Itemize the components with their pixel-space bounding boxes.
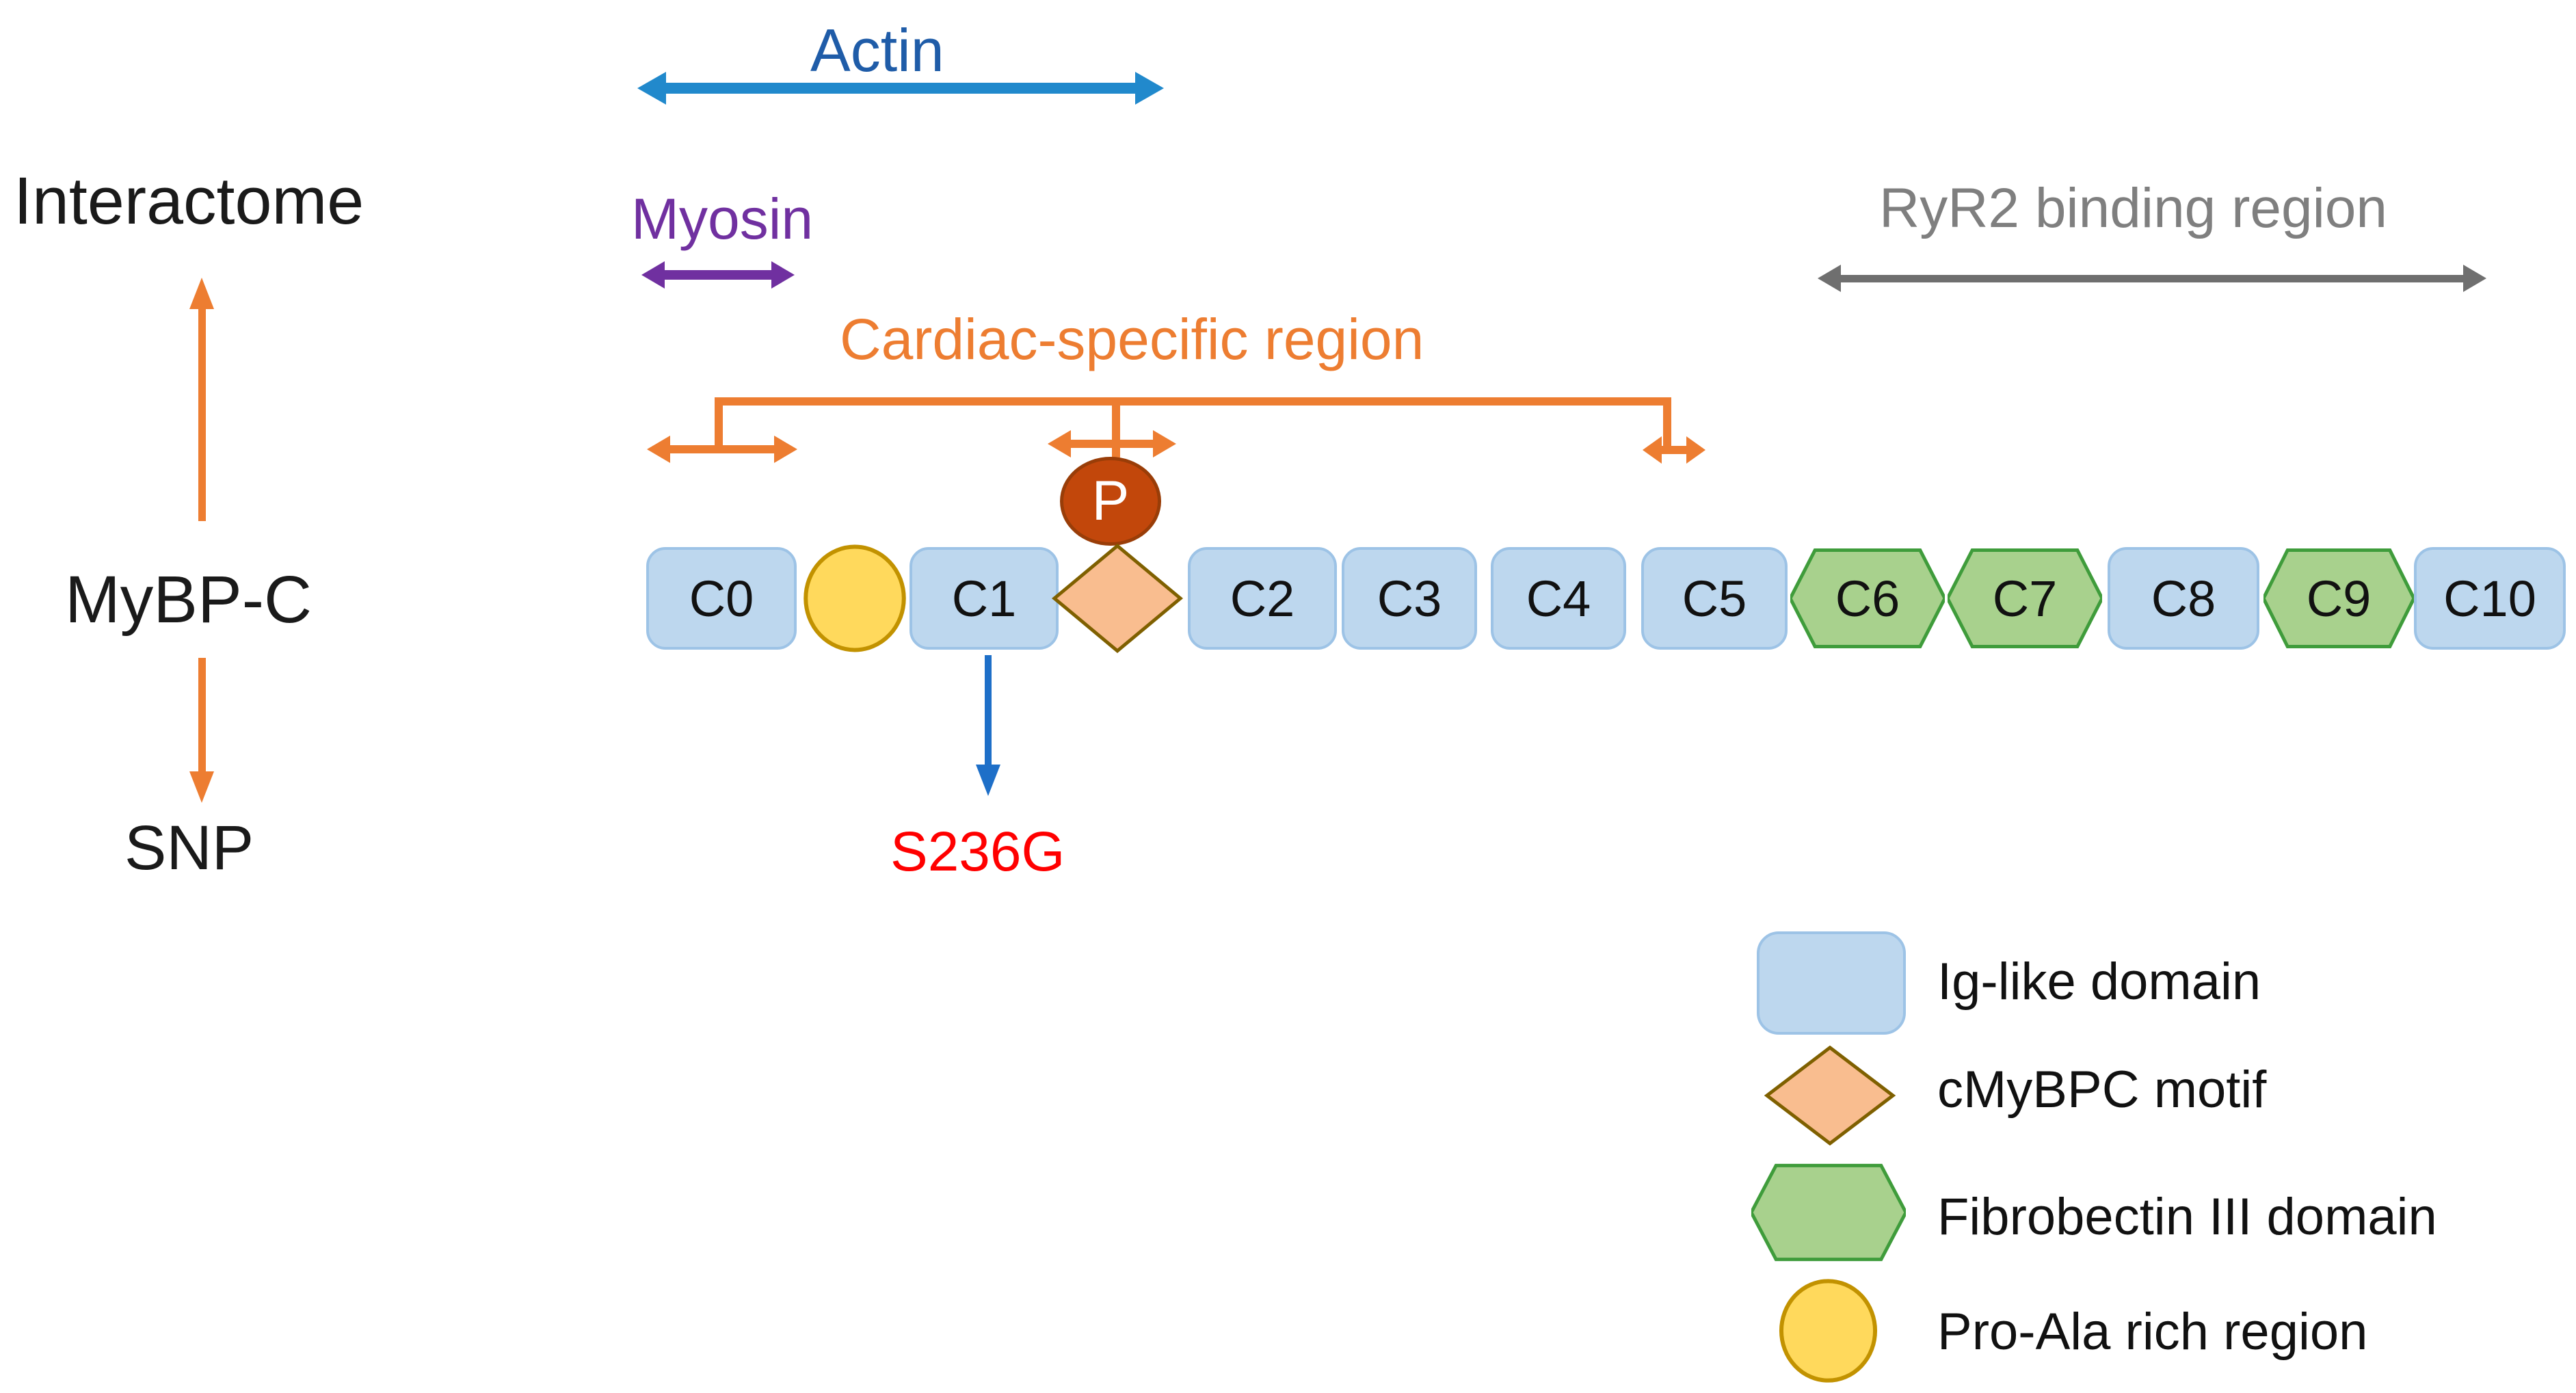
phosphorylation-badge: P: [1060, 457, 1161, 546]
domain-c8: C8: [2108, 547, 2259, 650]
arrow-head-left-icon: [641, 261, 665, 289]
domain-c6: C6: [1790, 547, 1945, 650]
cardiac-bracket-right-drop: [1663, 397, 1671, 452]
interactome-up-arrow: [189, 278, 214, 521]
myosin-label: Myosin: [631, 187, 814, 251]
ryr2-range-arrow: [1818, 264, 2486, 293]
arrow-head-right-icon: [774, 436, 797, 463]
legend-motif-label: cMyBPC motif: [1937, 1061, 2267, 1119]
legend-fn3-label: Fibrobectin III domain: [1937, 1188, 2437, 1246]
domain-c0: C0: [646, 547, 797, 650]
cardiac-bracket-left-drop: [715, 397, 723, 452]
arrow-head-left-icon: [1818, 265, 1841, 292]
cardiac-span-arrow-right: [1643, 436, 1705, 464]
hexagon-icon: [1790, 547, 1945, 650]
cardiac-region-label: Cardiac-specific region: [840, 307, 1424, 371]
diamond-icon: [1050, 544, 1184, 653]
phosphorylation-badge-label: P: [1091, 470, 1130, 532]
legend-ig-like-swatch: [1757, 931, 1906, 1035]
pro-ala-rich-region-shape: [801, 542, 908, 654]
snp-label: SNP: [124, 813, 254, 883]
domain-c4: C4: [1491, 547, 1626, 650]
domain-c10: C10: [2414, 547, 2566, 650]
domain-c3: C3: [1342, 547, 1477, 650]
arrow-head-right-icon: [1153, 430, 1176, 457]
mutation-label: S236G: [890, 821, 1065, 883]
domain-c7: C7: [1948, 547, 2102, 650]
cardiac-span-arrow-center: [1048, 429, 1176, 458]
mutation-arrow: [976, 655, 1000, 796]
legend-proala-swatch: [1777, 1277, 1879, 1385]
domain-c9: C9: [2263, 547, 2414, 650]
actin-range-arrow: [637, 70, 1164, 106]
diamond-icon: [1763, 1046, 1897, 1145]
ellipse-icon: [1777, 1277, 1879, 1385]
domain-c2: C2: [1188, 547, 1337, 650]
arrow-head-down-icon: [189, 771, 214, 803]
hexagon-icon: [2263, 547, 2414, 650]
ryr2-label: RyR2 binding region: [1879, 177, 2388, 239]
ellipse-icon: [801, 542, 908, 654]
legend-motif-swatch: [1763, 1046, 1897, 1145]
domain-c1: C1: [909, 547, 1059, 650]
legend-proala-label: Pro-Ala rich region: [1937, 1303, 2368, 1361]
arrow-head-left-icon: [647, 436, 670, 463]
arrow-head-right-icon: [1686, 436, 1705, 464]
hexagon-icon: [1948, 547, 2102, 650]
legend-ig-like-label: Ig-like domain: [1937, 953, 2261, 1011]
cmybpc-motif-shape: [1050, 544, 1184, 653]
arrow-head-down-icon: [976, 765, 1000, 796]
interactome-label: Interactome: [14, 163, 364, 238]
arrow-head-left-icon: [637, 72, 666, 105]
arrow-head-left-icon: [1643, 436, 1662, 464]
actin-label: Actin: [810, 16, 944, 84]
snp-down-arrow: [189, 658, 214, 803]
arrow-head-right-icon: [2463, 265, 2486, 292]
mybpc-label: MyBP-C: [65, 562, 313, 637]
arrow-head-right-icon: [1135, 72, 1164, 105]
domain-c5: C5: [1641, 547, 1788, 650]
arrow-head-left-icon: [1048, 430, 1071, 457]
legend-fn3-swatch: [1751, 1163, 1906, 1262]
myosin-range-arrow: [641, 260, 795, 290]
arrow-head-right-icon: [771, 261, 795, 289]
cardiac-bracket-horizontal: [719, 397, 1669, 406]
cardiac-span-arrow-left: [647, 435, 797, 464]
arrow-head-up-icon: [189, 278, 214, 309]
hexagon-icon: [1751, 1163, 1906, 1262]
